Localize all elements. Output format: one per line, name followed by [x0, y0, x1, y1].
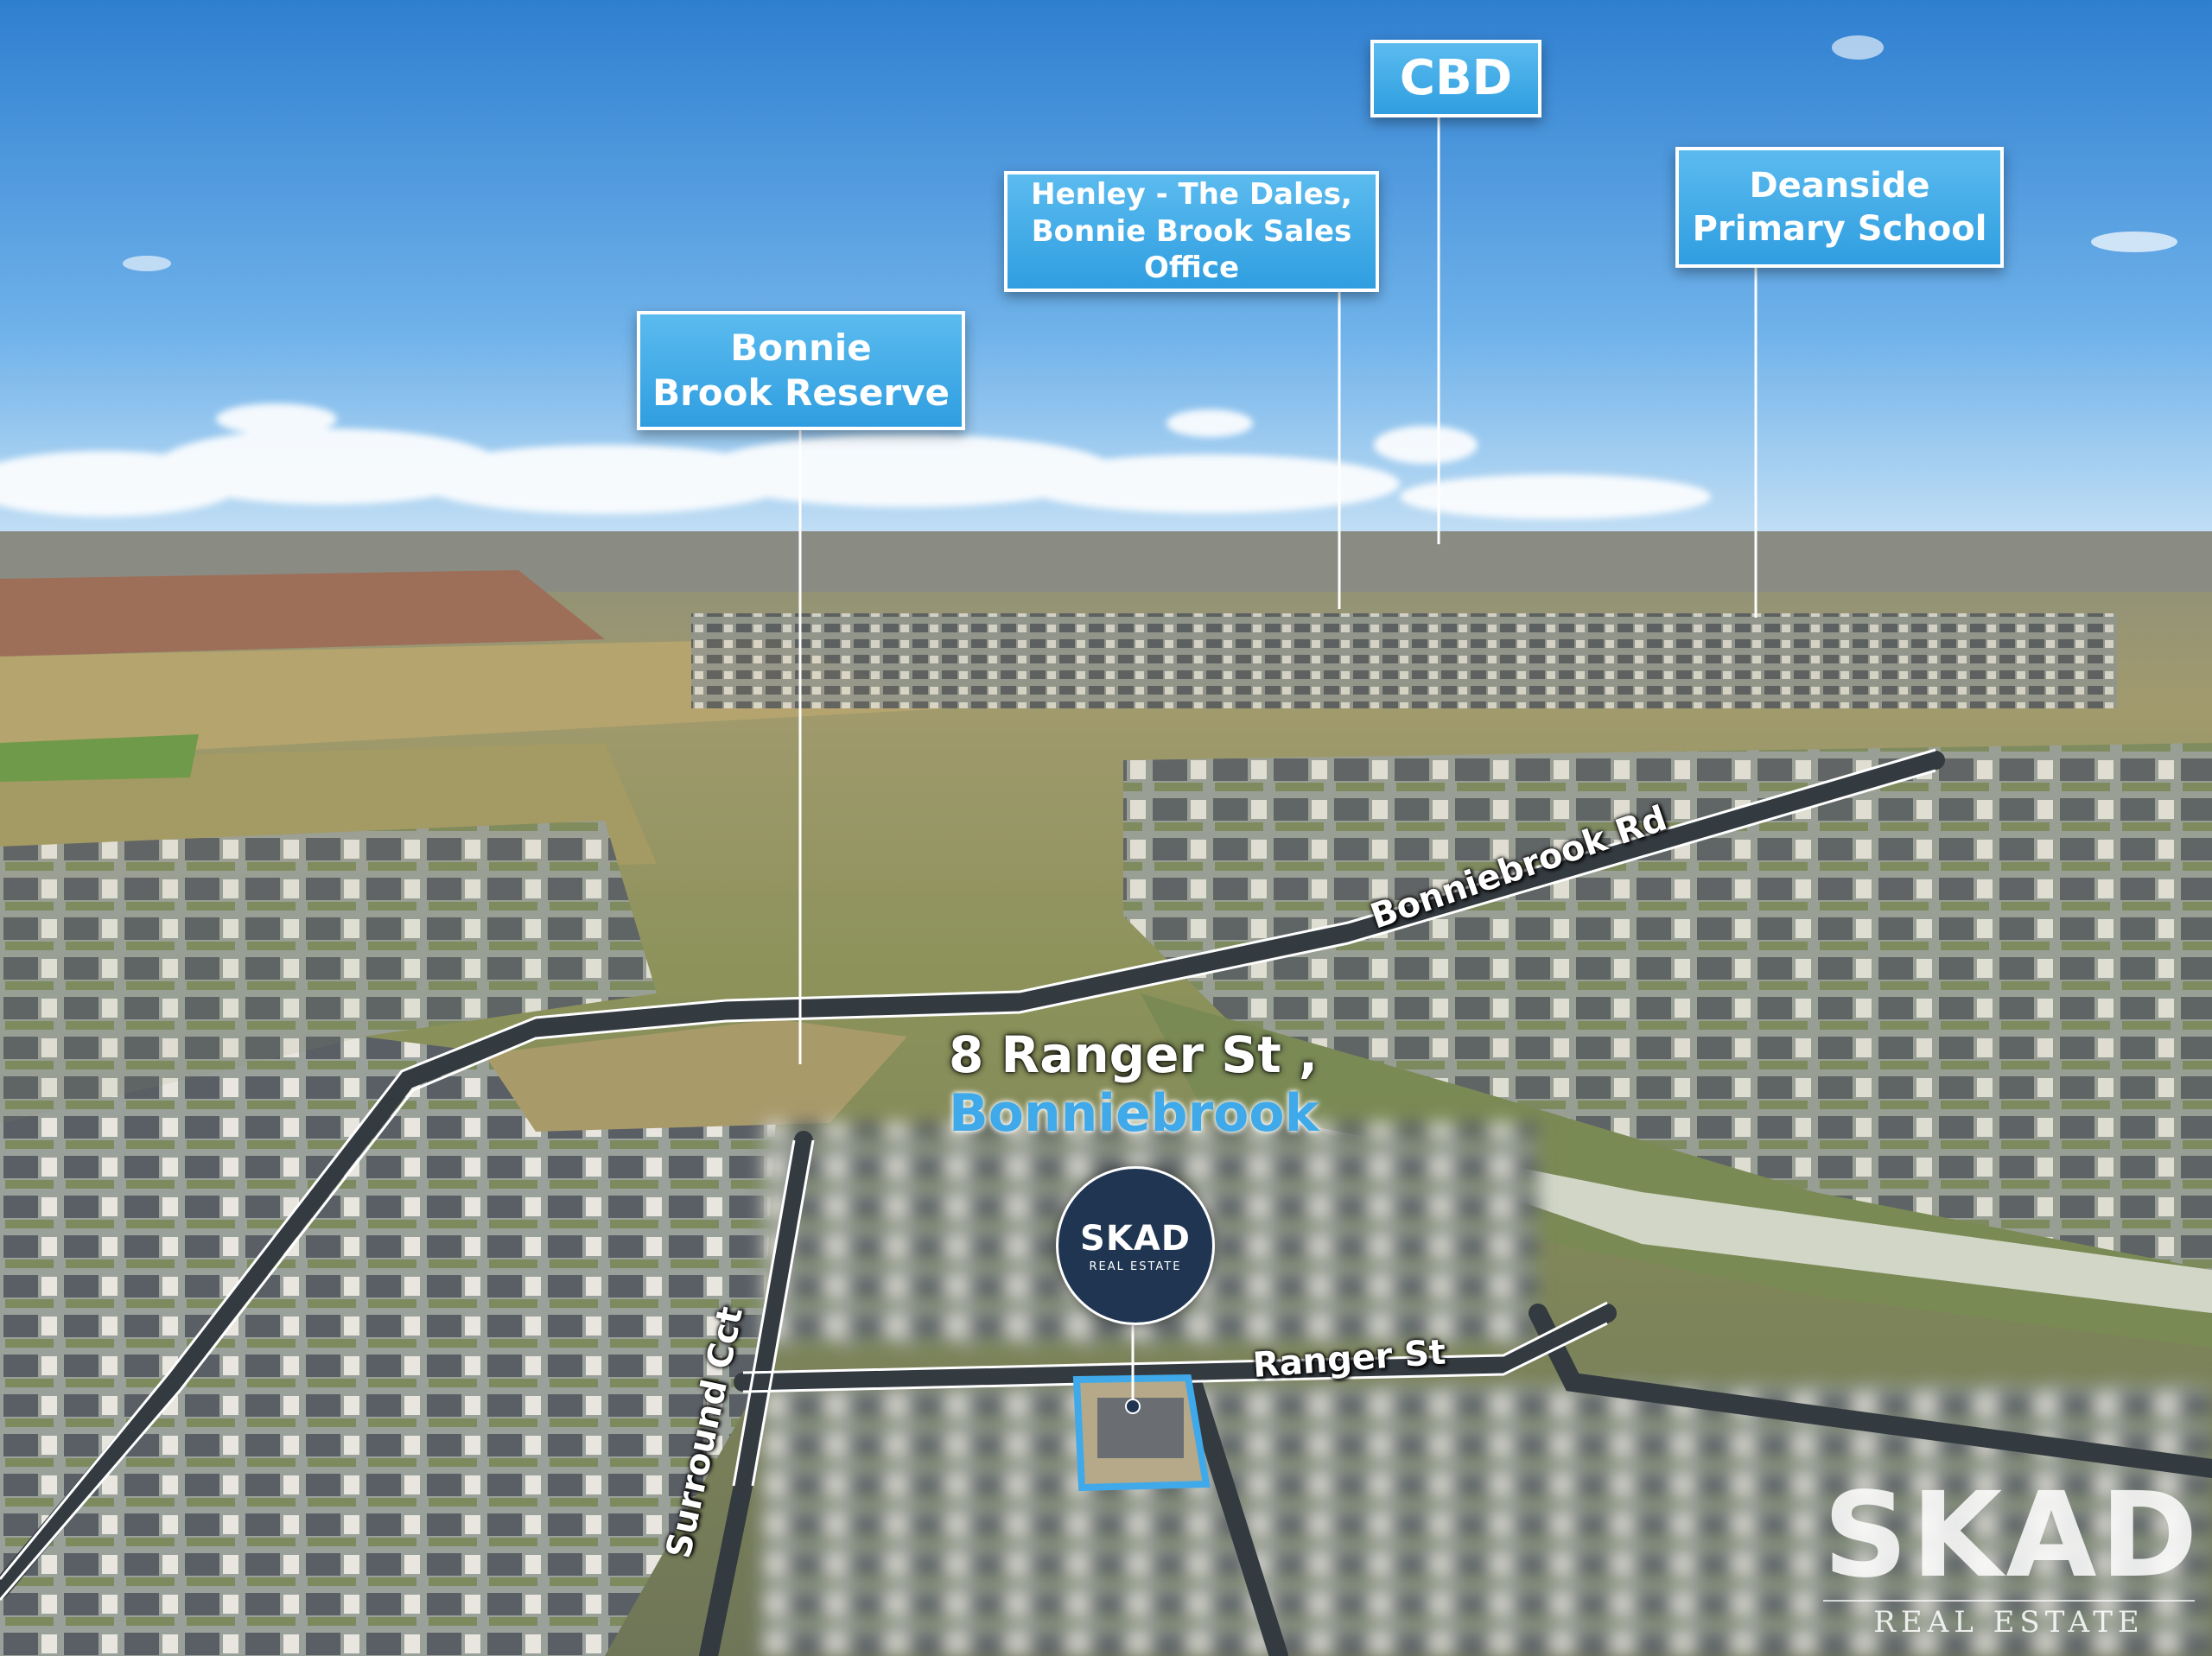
logo-badge-sub: REAL ESTATE — [1089, 1259, 1182, 1273]
bonnie-brook-reserve-callout: Bonnie Brook Reserve — [637, 311, 965, 430]
deanside-callout-line2: Primary School — [1692, 209, 1987, 249]
henley-sales-office-callout: Henley - The Dales, Bonnie Brook Sales O… — [1004, 171, 1379, 292]
deanside-primary-school-callout: Deanside Primary School — [1675, 147, 2004, 268]
henley-callout-line1: Henley - The Dales, — [1031, 177, 1352, 213]
cbd-callout-label: CBD — [1399, 50, 1513, 106]
logo-badge-brand: SKAD — [1080, 1218, 1191, 1259]
reserve-callout-line1: Bonnie — [730, 326, 872, 369]
address-suburb: Bonniebrook — [949, 1082, 1319, 1144]
skad-watermark: SKAD REAL ESTATE — [1823, 1468, 2202, 1640]
reserve-callout-line2: Brook Reserve — [652, 371, 950, 414]
watermark-brand: SKAD — [1823, 1468, 2202, 1604]
cbd-callout: CBD — [1370, 40, 1541, 117]
property-address: 8 Ranger St , Bonniebrook — [949, 1026, 1319, 1144]
henley-callout-line2: Bonnie Brook Sales Office — [1031, 213, 1352, 286]
deanside-callout-line1: Deanside — [1749, 166, 1930, 206]
skad-logo-badge: SKAD REAL ESTATE — [1056, 1166, 1215, 1325]
address-street: 8 Ranger St , — [949, 1025, 1319, 1084]
watermark-sub: REAL ESTATE — [1823, 1600, 2195, 1640]
